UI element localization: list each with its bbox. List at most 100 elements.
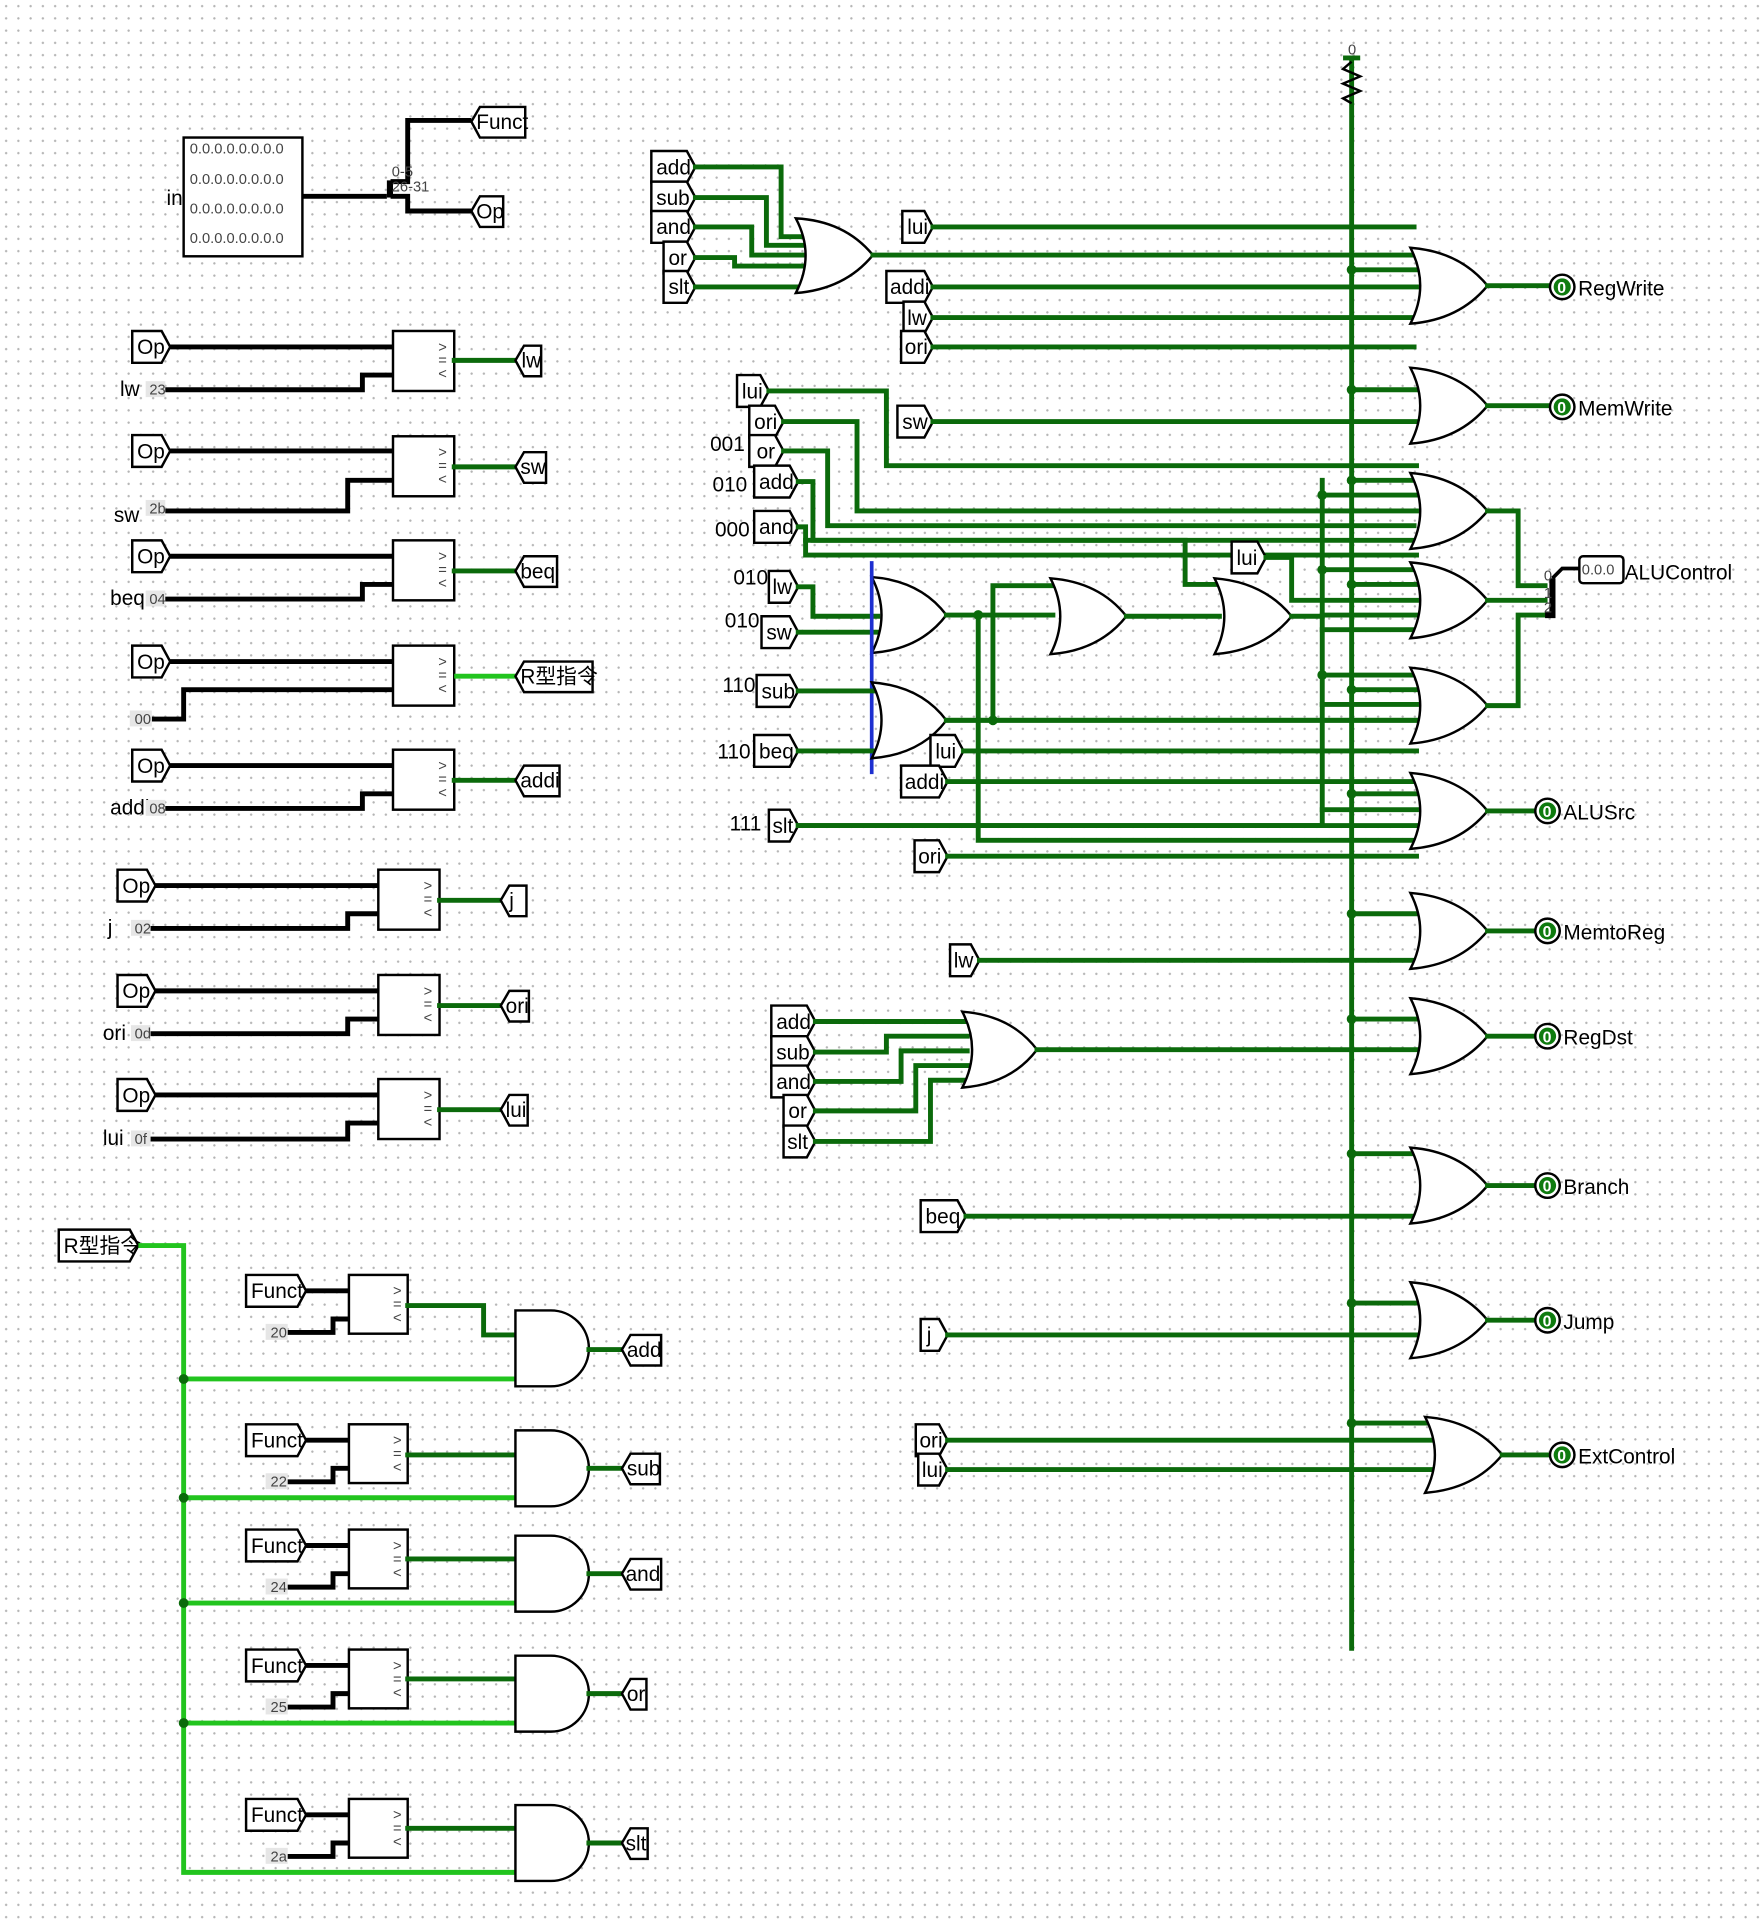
svg-text:02: 02 xyxy=(135,921,151,937)
svg-text:sw: sw xyxy=(766,622,792,645)
svg-text:RegDst: RegDst xyxy=(1563,1027,1633,1050)
alusrc-logic: addi ori xyxy=(795,764,1536,874)
output-memwrite[interactable]: 0 MemWrite xyxy=(1548,393,1673,421)
svg-text:MemWrite: MemWrite xyxy=(1578,397,1672,420)
svg-text:ori: ori xyxy=(506,995,529,1018)
output-extcontrol[interactable]: 0 ExtControl xyxy=(1548,1441,1675,1469)
svg-text:and: and xyxy=(626,1563,661,1586)
svg-text:Op: Op xyxy=(137,546,165,569)
svg-text:and: and xyxy=(656,216,691,239)
svg-text:=: = xyxy=(438,459,447,475)
svg-text:<: < xyxy=(393,1311,402,1327)
svg-text:ori: ori xyxy=(919,1430,942,1453)
svg-text:ori: ori xyxy=(754,411,777,434)
svg-text:lw: lw xyxy=(773,576,794,599)
svg-text:0f: 0f xyxy=(135,1132,148,1148)
svg-text:add: add xyxy=(627,1339,662,1362)
svg-text:0: 0 xyxy=(1557,1448,1566,1465)
svg-text:=: = xyxy=(393,1821,402,1837)
svg-text:0d: 0d xyxy=(135,1027,151,1043)
svg-text:<: < xyxy=(438,367,447,383)
svg-text:08: 08 xyxy=(149,801,165,817)
svg-text:04: 04 xyxy=(149,592,165,608)
input-bits-row: 0.0.0.0.0.0.0.0 xyxy=(190,172,284,188)
svg-text:add: add xyxy=(759,471,794,494)
svg-text:and: and xyxy=(759,516,794,539)
svg-text:0: 0 xyxy=(1348,42,1356,58)
output-jump[interactable]: 0 Jump xyxy=(1534,1306,1614,1334)
svg-text:=: = xyxy=(438,563,447,579)
svg-text:=: = xyxy=(393,1672,402,1688)
svg-text:010: 010 xyxy=(713,473,748,496)
svg-text:lui: lui xyxy=(935,740,956,763)
svg-text:ori: ori xyxy=(905,336,928,359)
output-alusrc[interactable]: 0 ALUSrc xyxy=(1534,797,1635,825)
svg-text:ori: ori xyxy=(103,1022,126,1045)
memwrite-logic: sw xyxy=(896,366,1550,446)
svg-text:lui: lui xyxy=(1237,547,1258,570)
svg-text:MemtoReg: MemtoReg xyxy=(1563,921,1665,944)
svg-text:beq: beq xyxy=(110,587,145,610)
svg-text:>: > xyxy=(393,1658,402,1674)
svg-text:R型指令: R型指令 xyxy=(64,1235,142,1258)
instruction-input[interactable]: 0.0.0.0.0.0.0.0 0.0.0.0.0.0.0.0 0.0.0.0.… xyxy=(182,136,304,258)
svg-text:=: = xyxy=(393,1297,402,1313)
regwrite-logic: add sub and or slt lui addi lw ori xyxy=(650,149,1550,365)
svg-text:>: > xyxy=(424,1088,433,1104)
svg-text:<: < xyxy=(438,576,447,592)
svg-text:0: 0 xyxy=(1543,1029,1552,1046)
svg-text:Funct: Funct xyxy=(251,1280,303,1303)
svg-text:or: or xyxy=(757,440,776,463)
svg-text:sub: sub xyxy=(776,1041,810,1064)
svg-text:slt: slt xyxy=(626,1832,647,1855)
svg-text:00: 00 xyxy=(135,712,151,728)
svg-text:<: < xyxy=(393,1835,402,1851)
svg-text:lui: lui xyxy=(506,1099,527,1122)
svg-text:0: 0 xyxy=(1544,569,1552,585)
svg-text:Op: Op xyxy=(137,755,165,778)
alucontrol-logic: lui ori or add and 001 010 000 lw sw sub… xyxy=(710,373,1580,843)
svg-text:lui: lui xyxy=(742,380,763,403)
svg-text:0: 0 xyxy=(1543,924,1552,941)
svg-text:sub: sub xyxy=(762,680,796,703)
output-memtoreg[interactable]: 0 MemtoReg xyxy=(1534,917,1665,945)
svg-text:slt: slt xyxy=(668,276,689,299)
svg-text:ori: ori xyxy=(918,846,941,869)
svg-text:slt: slt xyxy=(787,1131,808,1154)
extcontrol-logic: ori lui xyxy=(914,1415,1550,1495)
svg-text:lui: lui xyxy=(922,1459,943,1482)
svg-text:22: 22 xyxy=(271,1475,287,1491)
svg-text:2: 2 xyxy=(1544,601,1552,617)
svg-text:Funct: Funct xyxy=(251,1804,303,1827)
svg-text:>: > xyxy=(438,654,447,670)
svg-text:110: 110 xyxy=(717,740,750,763)
svg-text:Branch: Branch xyxy=(1563,1176,1629,1199)
svg-text:Op: Op xyxy=(476,200,504,223)
svg-text:000: 000 xyxy=(715,519,750,542)
svg-text:beq: beq xyxy=(926,1206,961,1229)
svg-text:lui: lui xyxy=(907,216,928,239)
svg-text:>: > xyxy=(393,1284,402,1300)
svg-text:<: < xyxy=(438,681,447,697)
svg-text:lw: lw xyxy=(954,950,975,973)
output-regwrite[interactable]: 0 RegWrite xyxy=(1548,273,1664,301)
output-branch[interactable]: 0 Branch xyxy=(1534,1172,1629,1199)
svg-text:Funct: Funct xyxy=(251,1535,303,1558)
output-regdst[interactable]: 0 RegDst xyxy=(1534,1022,1633,1050)
svg-text:addi: addi xyxy=(905,771,944,794)
svg-text:Op: Op xyxy=(122,875,150,898)
svg-text:110: 110 xyxy=(722,674,755,697)
svg-text:>: > xyxy=(438,549,447,565)
splitter-range: 0-5 xyxy=(392,165,413,181)
svg-text:sub: sub xyxy=(656,187,690,210)
svg-text:010: 010 xyxy=(725,609,760,632)
svg-text:Op: Op xyxy=(137,336,165,359)
svg-text:j: j xyxy=(508,890,514,913)
svg-text:sub: sub xyxy=(627,1458,661,1481)
svg-text:lw: lw xyxy=(120,378,141,401)
output-alucontrol[interactable]: 0.0.0 ALUControl xyxy=(1578,555,1732,585)
svg-text:Op: Op xyxy=(122,980,150,1003)
svg-text:0.0.0: 0.0.0 xyxy=(1582,563,1615,579)
branch-logic: beq xyxy=(919,1146,1536,1234)
